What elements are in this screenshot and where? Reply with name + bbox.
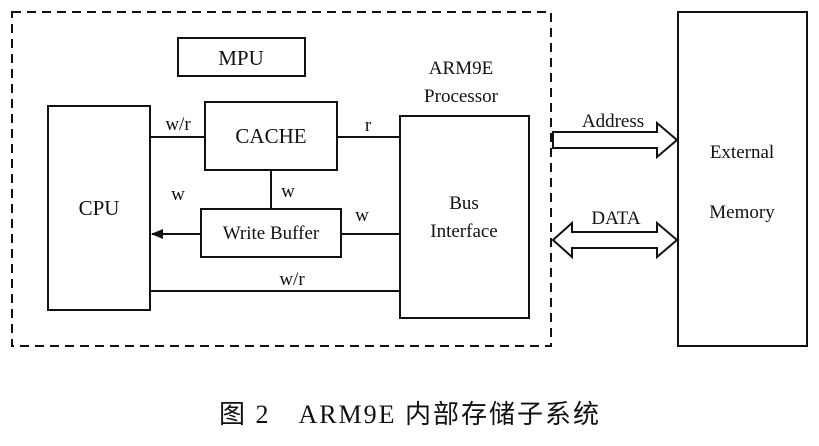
processor-label-line1: ARM9E bbox=[429, 58, 493, 79]
processor-label-line2: Processor bbox=[424, 86, 499, 107]
address-bus-label: Address bbox=[582, 111, 644, 132]
bus-interface-label-line2: Interface bbox=[430, 221, 498, 242]
cpu-bus-link-label: w/r bbox=[279, 269, 305, 290]
bus-interface-block bbox=[399, 115, 530, 319]
external-memory-label-line2: Memory bbox=[709, 202, 775, 223]
cache-label: CACHE bbox=[235, 124, 306, 148]
cache-write-buffer-link-label: w bbox=[281, 181, 295, 202]
figure-caption: 图 2 ARM9E 内部存储子系统 bbox=[219, 400, 601, 429]
arm9e-processor-boundary bbox=[11, 11, 552, 347]
cpu-label: CPU bbox=[79, 196, 120, 220]
address-bus-arrow bbox=[552, 120, 679, 160]
data-bus-arrow bbox=[551, 220, 679, 260]
write-buffer-cpu-link-label: w bbox=[171, 184, 185, 205]
cpu-cache-link-label: w/r bbox=[165, 114, 191, 135]
data-bus-label: DATA bbox=[591, 208, 640, 229]
cpu-block bbox=[47, 105, 151, 311]
mpu-block bbox=[177, 37, 306, 77]
cache-bus-link-label: r bbox=[365, 115, 372, 136]
external-memory-block bbox=[677, 11, 808, 347]
external-memory-label-line1: External bbox=[710, 142, 774, 163]
bus-write-buffer-link-label: w bbox=[355, 205, 369, 226]
bus-interface-label-line1: Bus bbox=[449, 193, 479, 214]
write-buffer-label: Write Buffer bbox=[223, 223, 320, 244]
mpu-label: MPU bbox=[218, 46, 264, 70]
